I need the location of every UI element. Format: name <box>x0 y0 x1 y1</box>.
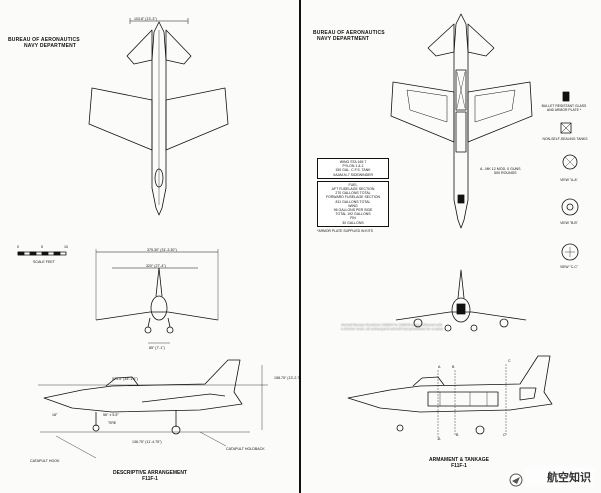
pylon-line-3: 150 GAL. C.F.S. TANK <box>335 168 371 173</box>
overlay-note: Aircraft Bureau Numbers 138604 to 138645… <box>341 323 501 332</box>
section-mark-c-top: C <box>508 359 511 363</box>
fuel-line-8: TOTAL 192 GALLONS <box>335 212 371 217</box>
length-dim: 529.5" (44'-1.5") <box>112 377 138 381</box>
scale-num-10: 10 <box>64 245 68 249</box>
right-caption-title: ARMAMENT & TANKAGE <box>429 457 489 463</box>
left-top-view <box>88 18 229 216</box>
right-header-line-1: BUREAU OF AERONAUTICS <box>313 30 385 36</box>
left-header: BUREAU OF AERONAUTICS NAVY DEPARTMENT <box>8 37 80 49</box>
legend-view-b: VIEW "B-B" <box>560 221 578 225</box>
pylon-line-4: XAAM-N-7 SIDEWINDER <box>332 172 374 177</box>
left-caption-title: DESCRIPTIVE ARRANGEMENT <box>113 470 187 476</box>
watermark-text: 航空知识 <box>547 472 591 484</box>
right-top-view <box>390 13 533 229</box>
fuel-line-6: WING <box>348 203 358 208</box>
side-tire-label: TIRE <box>108 421 117 425</box>
left-header-line-1: BUREAU OF AERONAUTICS <box>8 37 80 43</box>
scale-num-5: 5 <box>41 245 43 249</box>
legend-view-a: VIEW "A-A" <box>560 178 578 182</box>
fuel-line-1: FUEL <box>348 182 358 187</box>
legend-glass-line-1: BULLET RESISTANT GLASS <box>541 104 587 108</box>
side-dim-lower: 136.75" (11'-4.75") <box>132 440 162 444</box>
left-side-view <box>38 359 268 459</box>
front-track-dim: 320" (27'-4") <box>146 264 166 268</box>
watermark-logo-icon <box>509 473 523 487</box>
right-side-view <box>347 355 553 440</box>
overlay-note-line-1: Aircraft Bureau Numbers 138604 to 138645… <box>341 323 443 327</box>
guns-note: A - MK 12 MOD. 0 GUNS 500 ROUNDS <box>480 167 521 175</box>
side-angle-2: 56° ± 5.5° <box>103 413 119 417</box>
left-front-view <box>95 249 219 344</box>
catapult-holdback-label: CATAPULT HOLDBACK <box>226 447 265 451</box>
fuel-line-10: 30 GALLONS <box>342 220 364 225</box>
section-mark-b-bottom: B <box>456 433 459 437</box>
fuel-line-4: FORWARD FUSELAGE SECTION <box>325 195 381 200</box>
catapult-hook-label: CATAPULT HOOK <box>30 459 60 463</box>
legend-glass: BULLET RESISTANT GLASS AND ARMOR PLATE * <box>533 104 595 112</box>
scale-label: SCALE FEET <box>33 260 55 264</box>
fuel-line-5: 811 GALLONS TOTAL <box>335 199 371 204</box>
scale-bar-graphic <box>17 251 67 256</box>
armor-note: *ARMOR PLATE SUPPLIED IN KITS <box>317 228 373 233</box>
fuel-line-3: 270 GALLONS TOTAL <box>335 191 371 196</box>
spec-boxes: WING STA 169.7 PYLON 1 & 2 150 GAL. C.F.… <box>317 158 389 233</box>
watermark: 航空知识 <box>525 467 595 487</box>
section-mark-b-top: B <box>452 365 455 369</box>
left-caption-model: F11F-1 <box>142 476 158 482</box>
fuel-box: FUEL AFT FUSELAGE SECTION 270 GALLONS TO… <box>317 180 389 227</box>
right-front-view <box>395 269 527 332</box>
page-divider <box>299 0 302 493</box>
height-dim: 158.75" (13'-2.75") <box>274 376 304 380</box>
legend-tanks: NON-SELF-SEALING TANKS <box>542 137 588 141</box>
scale-num-0: 0 <box>17 245 19 249</box>
section-mark-a-top: A <box>438 365 441 369</box>
pylon-line-2: PYLON 1 & 2 <box>342 164 364 169</box>
left-header-line-2: NAVY DEPARTMENT <box>24 43 77 49</box>
legend-symbols <box>560 91 579 261</box>
side-angle-1: 18° <box>52 413 58 417</box>
fuel-line-7: 96 GALLONS PER SIDE <box>333 208 373 213</box>
top-span-dim: 103.8" (13'-3") <box>134 17 157 21</box>
right-header-line-2: NAVY DEPARTMENT <box>317 36 370 42</box>
section-mark-a-bottom: A <box>438 437 441 441</box>
overlay-note-line-2: a shorter nose; all subsequent aircraft … <box>341 327 444 332</box>
pylon-box: WING STA 169.7 PYLON 1 & 2 150 GAL. C.F.… <box>317 158 389 179</box>
guns-note-line-2: 500 ROUNDS <box>494 171 517 175</box>
right-caption-model: F11F-1 <box>451 463 467 469</box>
front-span-dim: 375.30" (31'-3.30") <box>147 248 177 252</box>
pylon-line-1: WING STA 169.7 <box>339 160 367 164</box>
watermark-icon-slot <box>529 470 543 484</box>
wheel-gap-dim: 85" (7'-1") <box>149 346 165 350</box>
section-mark-c-bottom: C <box>503 433 506 437</box>
left-caption: DESCRIPTIVE ARRANGEMENT F11F-1 <box>95 470 205 482</box>
right-header: BUREAU OF AERONAUTICS NAVY DEPARTMENT <box>313 30 385 42</box>
guns-note-line-1: A - MK 12 MOD. 0 GUNS <box>480 167 521 171</box>
legend-glass-line-2: AND ARMOR PLATE * <box>546 108 582 112</box>
right-caption: ARMAMENT & TANKAGE F11F-1 <box>419 457 499 469</box>
fuel-line-2: AFT FUSELAGE SECTION <box>331 187 375 192</box>
legend-view-c: VIEW "C-C" <box>559 265 579 269</box>
fuel-line-9: FIN <box>350 216 356 221</box>
right-page: BUREAU OF AERONAUTICS NAVY DEPARTMENT WI… <box>301 0 601 493</box>
